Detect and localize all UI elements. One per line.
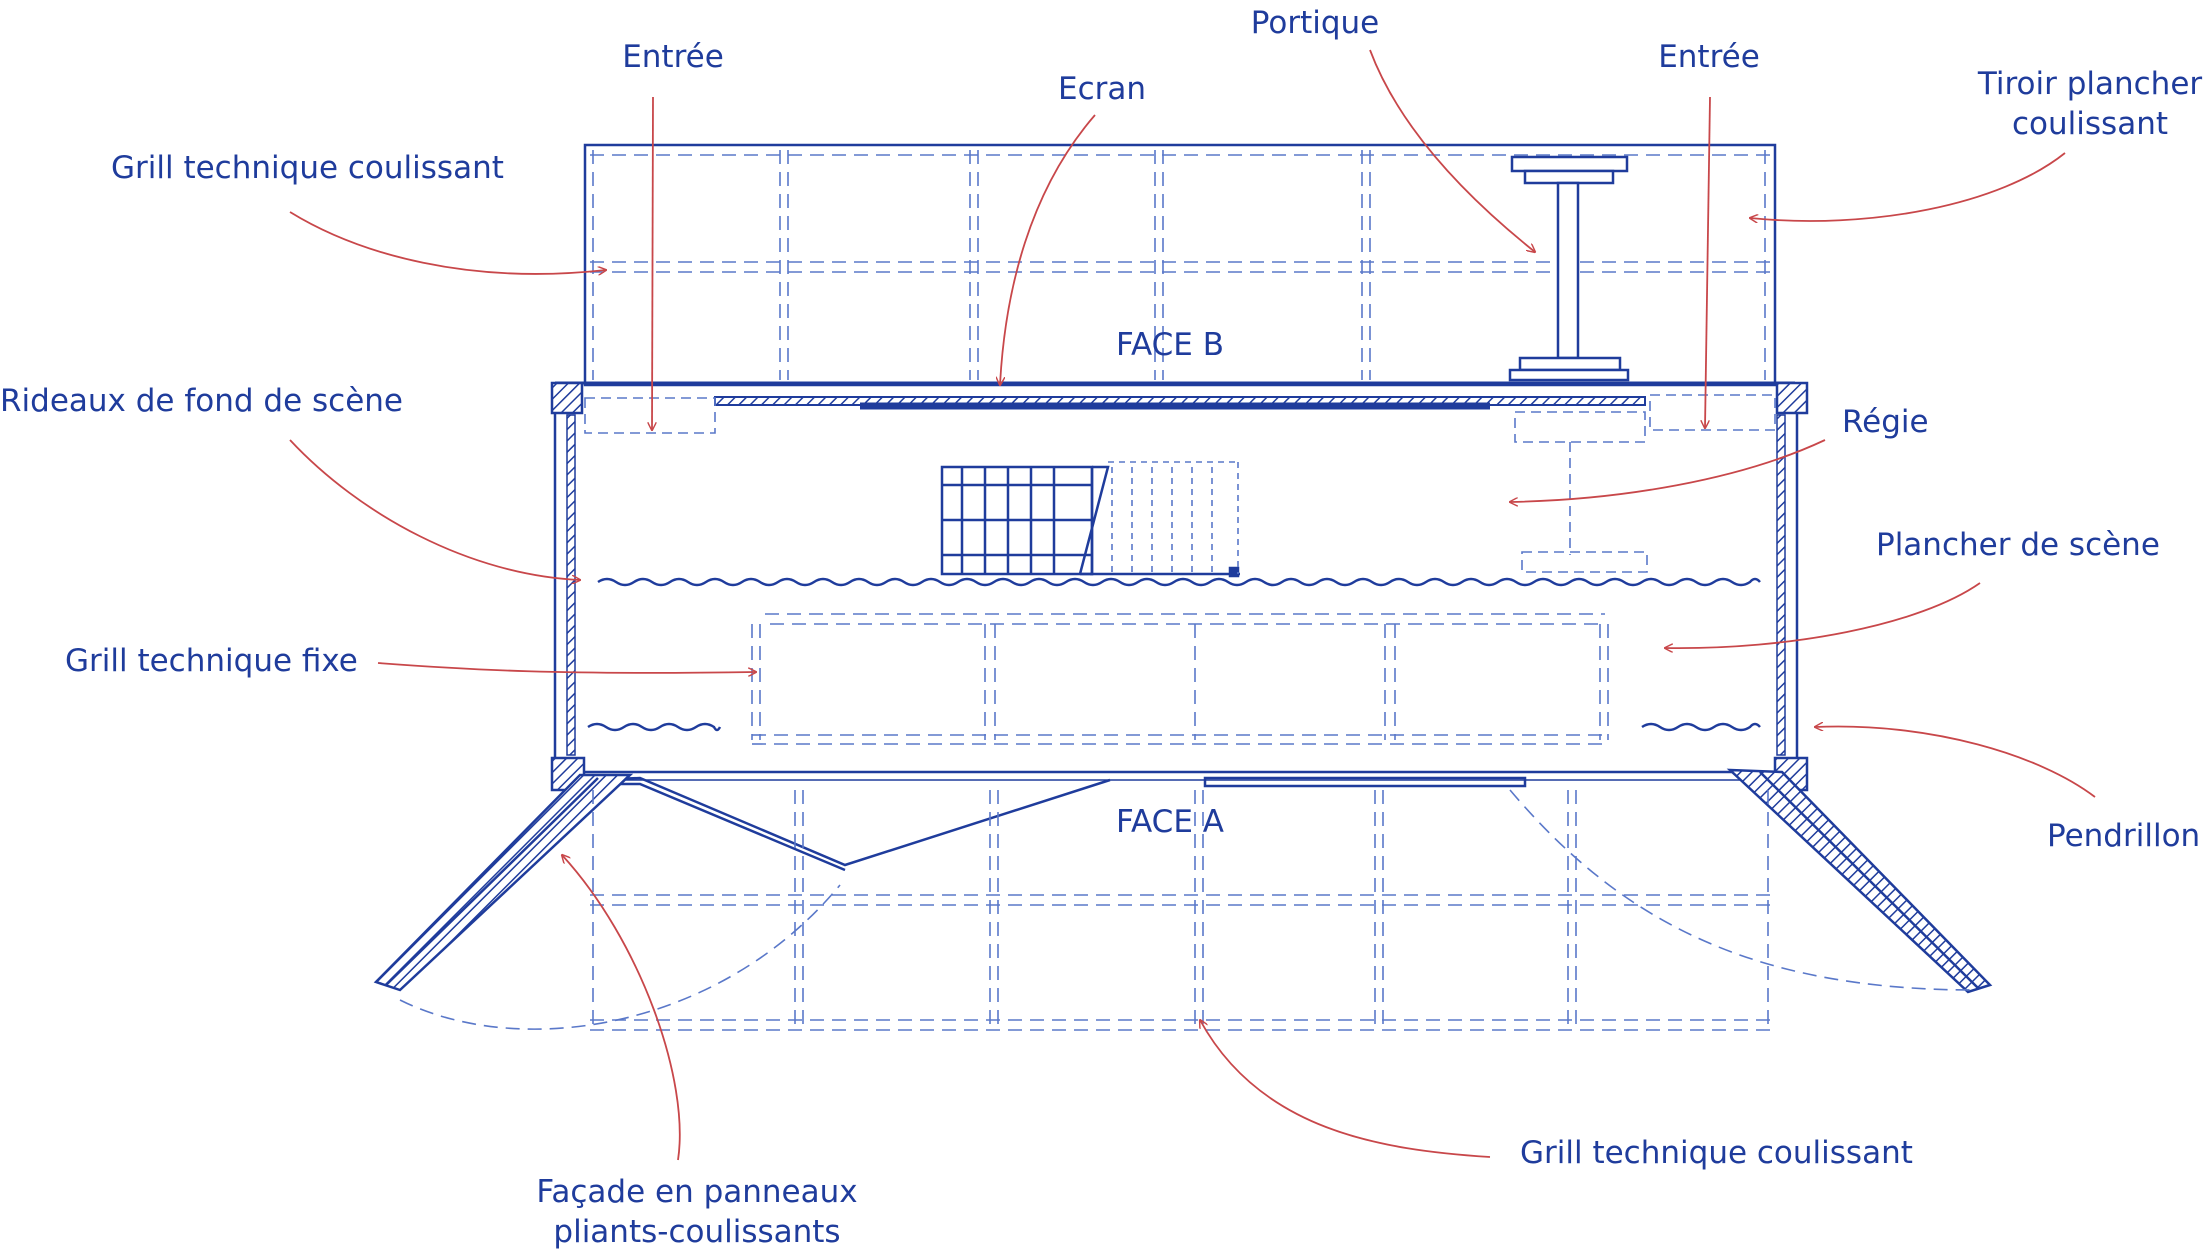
facade-panels (373, 768, 1993, 994)
label-grill-coulissant-top: Grill technique coulissant (111, 150, 504, 186)
label-tiroir-line1: Tiroir plancher (1977, 66, 2203, 102)
arrow-rideaux (289, 439, 580, 580)
regie-tiers (940, 461, 1240, 578)
arrow-facade (562, 855, 681, 1161)
arrow-pendrillon (1815, 726, 2096, 798)
arrow-portique (1369, 49, 1535, 252)
face-a-label: FACE A (1116, 804, 1224, 840)
label-plancher: Plancher de scène (1876, 527, 2160, 563)
arrow-entree-left (652, 96, 653, 430)
grill-fixe (751, 613, 1610, 745)
arrow-grill-top (289, 211, 606, 274)
arrow-entree-right (1705, 96, 1711, 428)
label-grill-fixe: Grill technique fixe (65, 643, 358, 679)
arrow-regie (1510, 439, 1826, 502)
annotation-arrows (289, 49, 2096, 1161)
arrow-grill-fixe (377, 662, 756, 673)
label-tiroir-line2: coulissant (2012, 106, 2168, 142)
arrow-tiroir (1750, 152, 2066, 221)
arrow-plancher (1665, 582, 1981, 648)
portique-gantry (1508, 155, 1630, 382)
label-portique: Portique (1250, 5, 1380, 41)
arrow-grill-bottom (1200, 1020, 1491, 1158)
label-rideaux: Rideaux de fond de scène (0, 383, 403, 419)
label-ecran: Ecran (1057, 71, 1147, 107)
grill-coulissant-top (583, 143, 1777, 387)
label-grill-coulissant-bottom: Grill technique coulissant (1520, 1135, 1913, 1171)
entrance-boxes (584, 394, 1776, 573)
label-facade-line2: pliants-coulissants (553, 1214, 841, 1250)
stage-curtains (587, 577, 1761, 732)
grill-coulissant-bottom (399, 789, 1976, 1031)
label-entree-right: Entrée (1658, 39, 1760, 75)
face-b-label: FACE B (1115, 327, 1225, 363)
label-regie: Régie (1842, 404, 1929, 440)
label-facade-line1: Façade en panneaux (536, 1174, 858, 1210)
label-pendrillon: Pendrillon (2047, 818, 2201, 854)
arrow-ecran (1000, 114, 1096, 385)
label-entree-left: Entrée (622, 39, 724, 75)
stage-box (550, 381, 1809, 792)
